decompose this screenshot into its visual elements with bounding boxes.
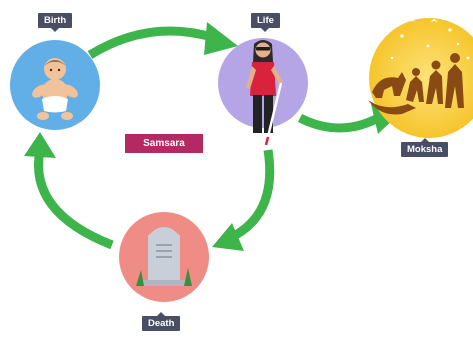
- samsara-label: Samsara: [125, 134, 203, 153]
- death-circle: [119, 212, 209, 302]
- sparkle-icon: [390, 19, 470, 60]
- death-label: Death: [142, 312, 181, 331]
- arrow-life-to-death: [212, 149, 275, 251]
- baby-icon: [32, 58, 78, 120]
- person-with-white-cane-icon: [246, 40, 283, 146]
- evolution-silhouettes-icon: [368, 53, 464, 115]
- arrow-birth-to-life: [87, 22, 238, 59]
- life-circle: [218, 38, 308, 146]
- birth-label: Birth: [38, 13, 73, 32]
- life-label: Life: [251, 13, 280, 32]
- arrow-death-to-birth: [24, 132, 114, 250]
- gravestone-icon: [136, 227, 192, 286]
- moksha-label: Moksha: [401, 138, 449, 157]
- birth-circle: [10, 40, 100, 130]
- moksha-circle: [368, 18, 473, 138]
